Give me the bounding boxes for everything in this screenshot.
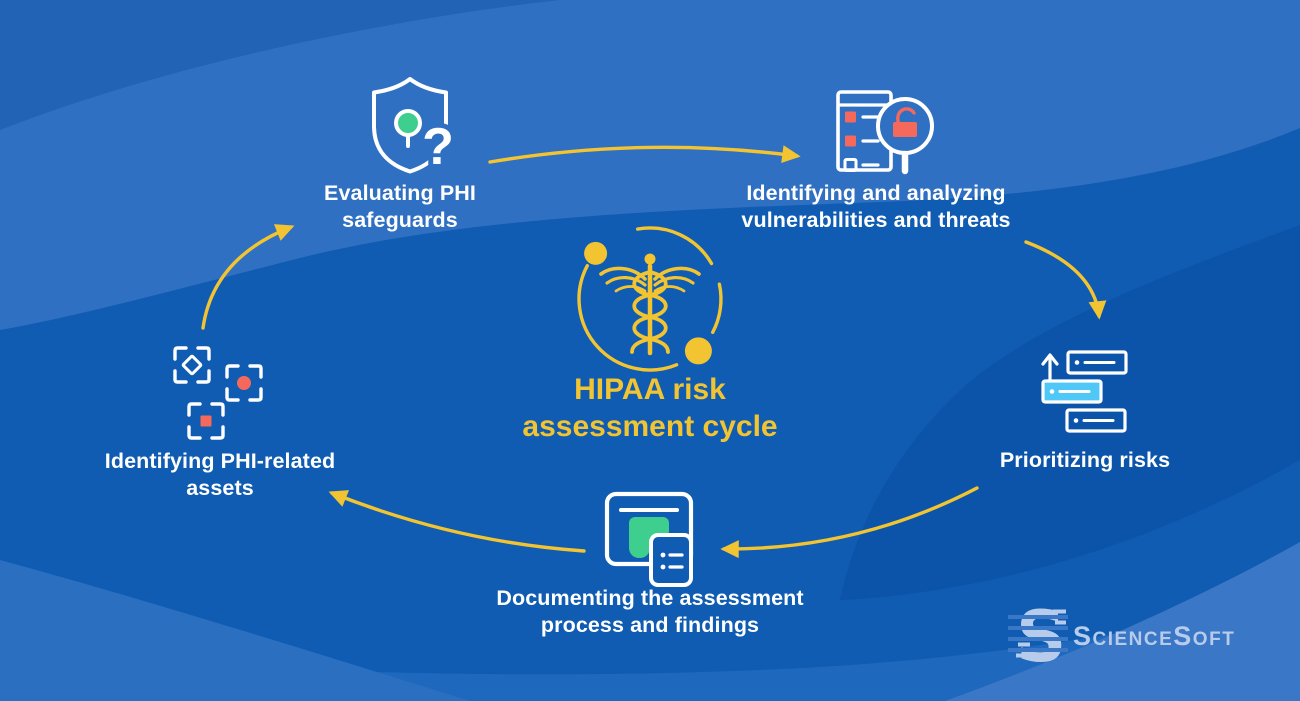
arrow-documenting-to-assets	[328, 490, 586, 553]
sciencesoft-logo-mark: S	[1008, 596, 1068, 678]
stage-label-prioritizing: Prioritizing risks	[999, 448, 1171, 472]
stage-label-evaluating: Evaluating PHI safeguards	[324, 181, 476, 232]
document-notes-icon	[604, 491, 694, 587]
wave-bottom-right-corner	[945, 542, 1300, 701]
stage-label-assets: Identifying PHI-related assets	[104, 449, 336, 500]
wave-top-left-corner	[0, 0, 560, 130]
sciencesoft-logo-text: ScienceSoft	[1073, 621, 1236, 651]
green-ribbon	[629, 517, 669, 558]
emblem-arc-long	[577, 264, 679, 372]
arrow-assets-to-evaluating	[201, 224, 295, 330]
question-mark-glyph: ?	[422, 118, 454, 176]
shield-question-icon: ?	[372, 77, 459, 181]
keyhole-pin	[394, 109, 422, 137]
title-line-2: assessment cycle	[522, 410, 778, 443]
open-lock-glyph	[893, 107, 917, 137]
scan-assets-icon	[173, 346, 263, 440]
arrow-prioritizing-to-documenting	[720, 486, 979, 559]
note-card	[649, 533, 693, 587]
caduceus-icon	[577, 226, 723, 372]
title-line-1: HIPAA risk	[574, 373, 726, 406]
priority-bars-icon	[1041, 350, 1128, 433]
wave-dark-right	[840, 225, 1300, 600]
checklist-magnifier-lock-icon	[836, 90, 934, 175]
arrow-vulnerabilities-to-prioritizing	[1024, 240, 1107, 320]
emblem-arc-right	[711, 282, 723, 334]
stage-label-vulnerabilities: Identifying and analyzing vulnerabilitie…	[741, 181, 1011, 232]
stage-label-documenting: Documenting the assessment process and f…	[496, 586, 804, 637]
page-title: HIPAA risk assessment cycle	[522, 371, 777, 445]
emblem-arc-top	[636, 226, 714, 266]
emblem-dot-bottom-right	[684, 337, 712, 365]
emblem-dot-top-left	[584, 241, 608, 265]
cycle-arrows	[201, 145, 1107, 559]
wave-bottom-left	[0, 560, 470, 701]
arrow-evaluating-to-vulnerabilities	[488, 145, 801, 164]
wave-top-light	[0, 0, 1300, 330]
caduceus-figure	[599, 253, 701, 356]
